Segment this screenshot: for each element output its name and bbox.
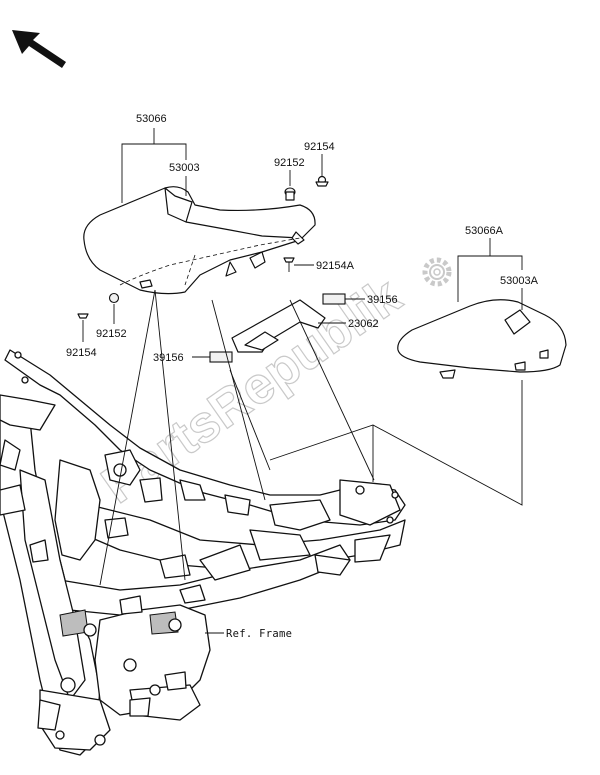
- label-92154-top: 92154: [304, 141, 335, 153]
- label-92154-left: 92154: [66, 347, 97, 359]
- label-39156-left: 39156: [153, 352, 184, 364]
- leader-lines: [82, 128, 523, 634]
- label-53066A: 53066A: [465, 225, 504, 237]
- collar-92152-left: [108, 292, 120, 304]
- collar-92152-top: [284, 187, 296, 201]
- label-23062: 23062: [348, 318, 379, 330]
- damper-39156-left: [209, 351, 233, 363]
- label-53066: 53066: [136, 113, 167, 125]
- bolt-92154-left: [77, 313, 89, 319]
- label-53003A: 53003A: [500, 275, 539, 287]
- seat-cover-53066A: [397, 299, 567, 379]
- bolt-92154A: [283, 257, 295, 272]
- label-ref-frame: Ref. Frame: [226, 628, 292, 640]
- label-39156-right: 39156: [367, 294, 398, 306]
- damper-39156-right: [322, 293, 346, 305]
- seat-53066: [83, 186, 316, 295]
- label-53003: 53003: [169, 162, 200, 174]
- label-92152-top: 92152: [274, 157, 305, 169]
- frame-assembly: [0, 349, 406, 756]
- label-92152-left: 92152: [96, 328, 127, 340]
- label-92154A: 92154A: [316, 260, 355, 272]
- bolt-92154-top: [315, 175, 329, 187]
- part-labels: 53066 53003 92154 92152 92154A 39156 230…: [66, 113, 539, 640]
- watermark-text: PartsRepublik: [92, 267, 412, 515]
- gear-icon: [422, 257, 452, 287]
- direction-arrow-icon: [12, 30, 66, 68]
